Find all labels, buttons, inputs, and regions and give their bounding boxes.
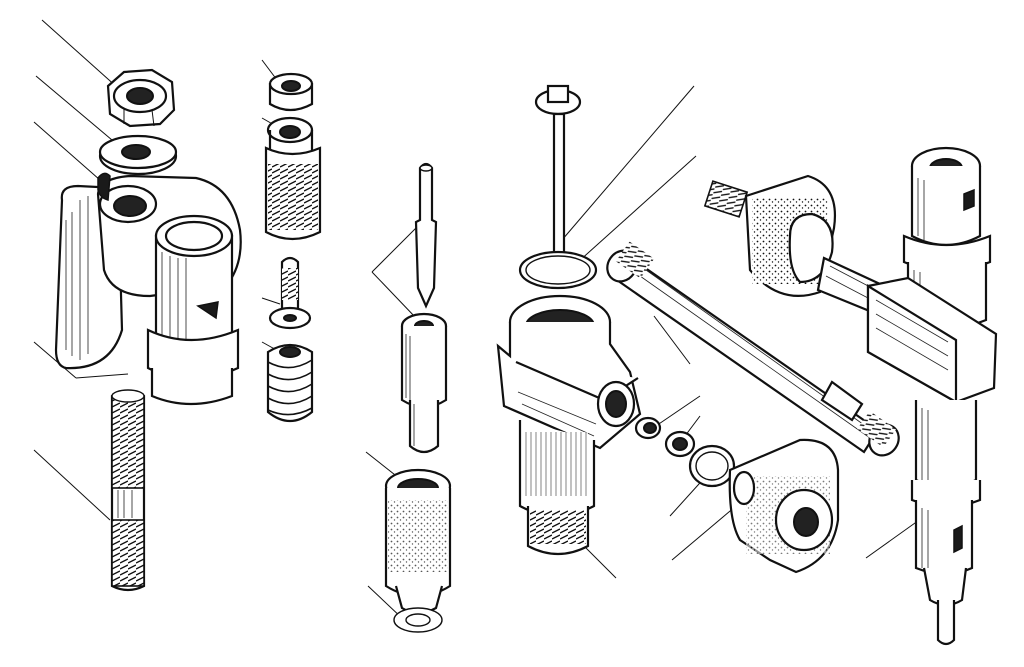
valve-stem: [268, 256, 312, 330]
injector-assembly: [866, 146, 998, 646]
small-nut-top: [268, 72, 314, 112]
needle-pin: [414, 162, 438, 309]
leader-line-8: [261, 297, 281, 305]
leader-line-15: [653, 315, 691, 365]
washer-top-left: [98, 134, 178, 176]
banjo-fitting: [728, 438, 840, 574]
threaded-sleeve: [264, 116, 322, 241]
leader-line-3: [33, 121, 101, 181]
leader-line-2: [35, 75, 113, 141]
leader-line-14: [577, 155, 697, 263]
coil-spring: [266, 343, 314, 423]
threaded-pipe: [606, 241, 900, 457]
bracket-body-cylinder: [146, 214, 240, 406]
leader-line-19: [671, 505, 737, 561]
leader-line-10b: [371, 271, 417, 319]
sealing-ring: [664, 430, 696, 458]
leader-line-13: [561, 85, 695, 241]
leader-line-4b: [75, 373, 129, 379]
threaded-stud: [110, 389, 146, 592]
nozzle-body: [400, 312, 448, 454]
hex-nut-top-left: [106, 68, 176, 128]
leader-line-21: [865, 517, 923, 559]
copper-washer: [688, 444, 736, 488]
leader-line-4: [33, 341, 77, 379]
leader-line-1: [41, 19, 119, 89]
elbow-fitting: [703, 174, 882, 314]
leader-line-10a: [371, 227, 417, 273]
valve-body: [496, 294, 642, 556]
nozzle-cap-nut: [384, 468, 452, 633]
leader-line-5: [33, 449, 111, 521]
o-ring-upper: [518, 250, 598, 290]
small-fitting: [634, 416, 662, 440]
pushrod: [534, 84, 582, 264]
